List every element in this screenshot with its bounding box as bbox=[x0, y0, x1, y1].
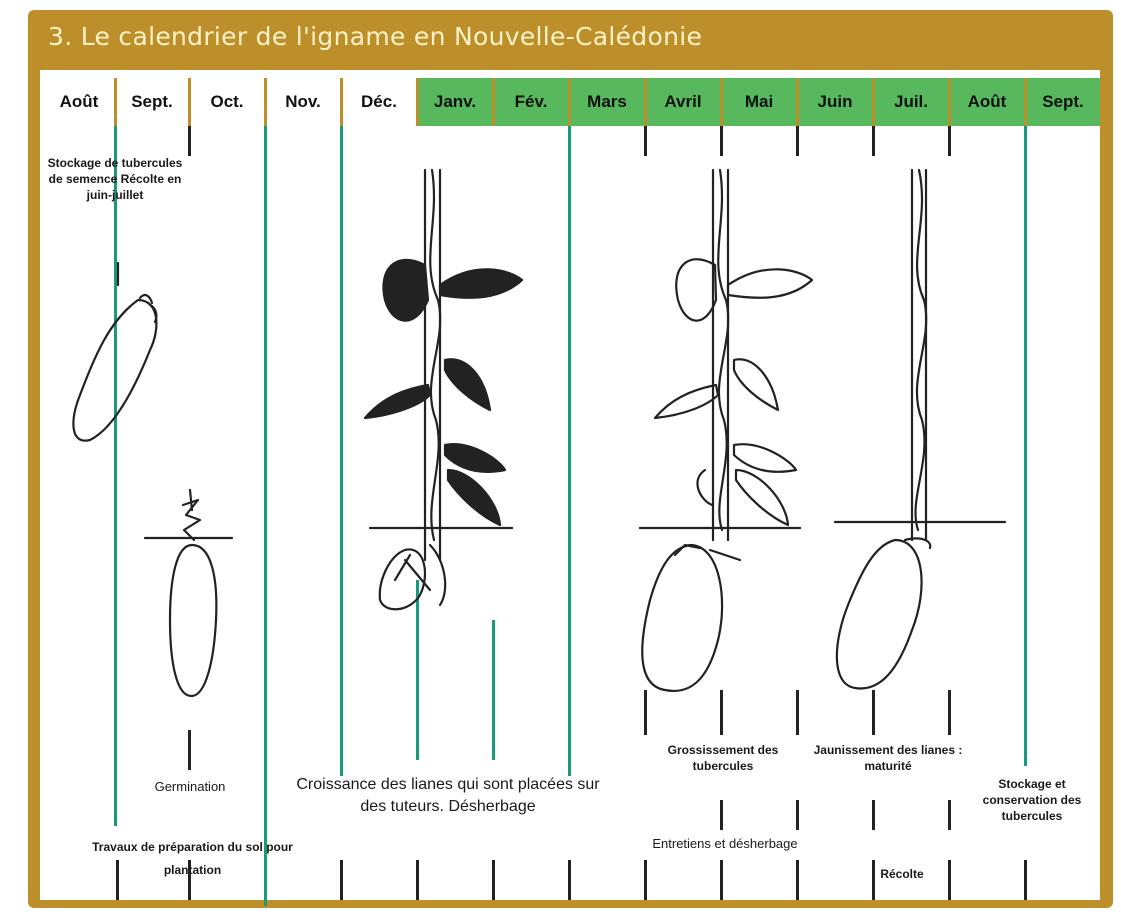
yam-tuber-icon bbox=[73, 263, 156, 441]
label-maintenance-weeding: Entretiens et désherbage bbox=[650, 832, 800, 855]
label-harvest: Récolte bbox=[862, 866, 942, 882]
label-germination: Germination bbox=[120, 778, 260, 796]
yellowing-vine-icon bbox=[835, 170, 1005, 688]
label-vine-growth: Croissance des lianes qui sont placées s… bbox=[288, 774, 608, 817]
label-soil-preparation: Travaux de préparation du sol pour plant… bbox=[80, 836, 305, 882]
label-vine-yellowing: Jaunissement des lianes : maturité bbox=[800, 742, 976, 774]
label-storage-conservation: Stockage et conservation des tubercules bbox=[968, 776, 1096, 825]
label-storage-harvest: Stockage de tubercules de semence Récolt… bbox=[40, 155, 190, 204]
staked-yam-plant-icon bbox=[365, 170, 522, 609]
label-tuber-growth: Grossissement des tubercules bbox=[648, 742, 798, 774]
mature-yam-plant-icon bbox=[640, 170, 812, 691]
sprouting-tuber-icon bbox=[145, 490, 232, 696]
